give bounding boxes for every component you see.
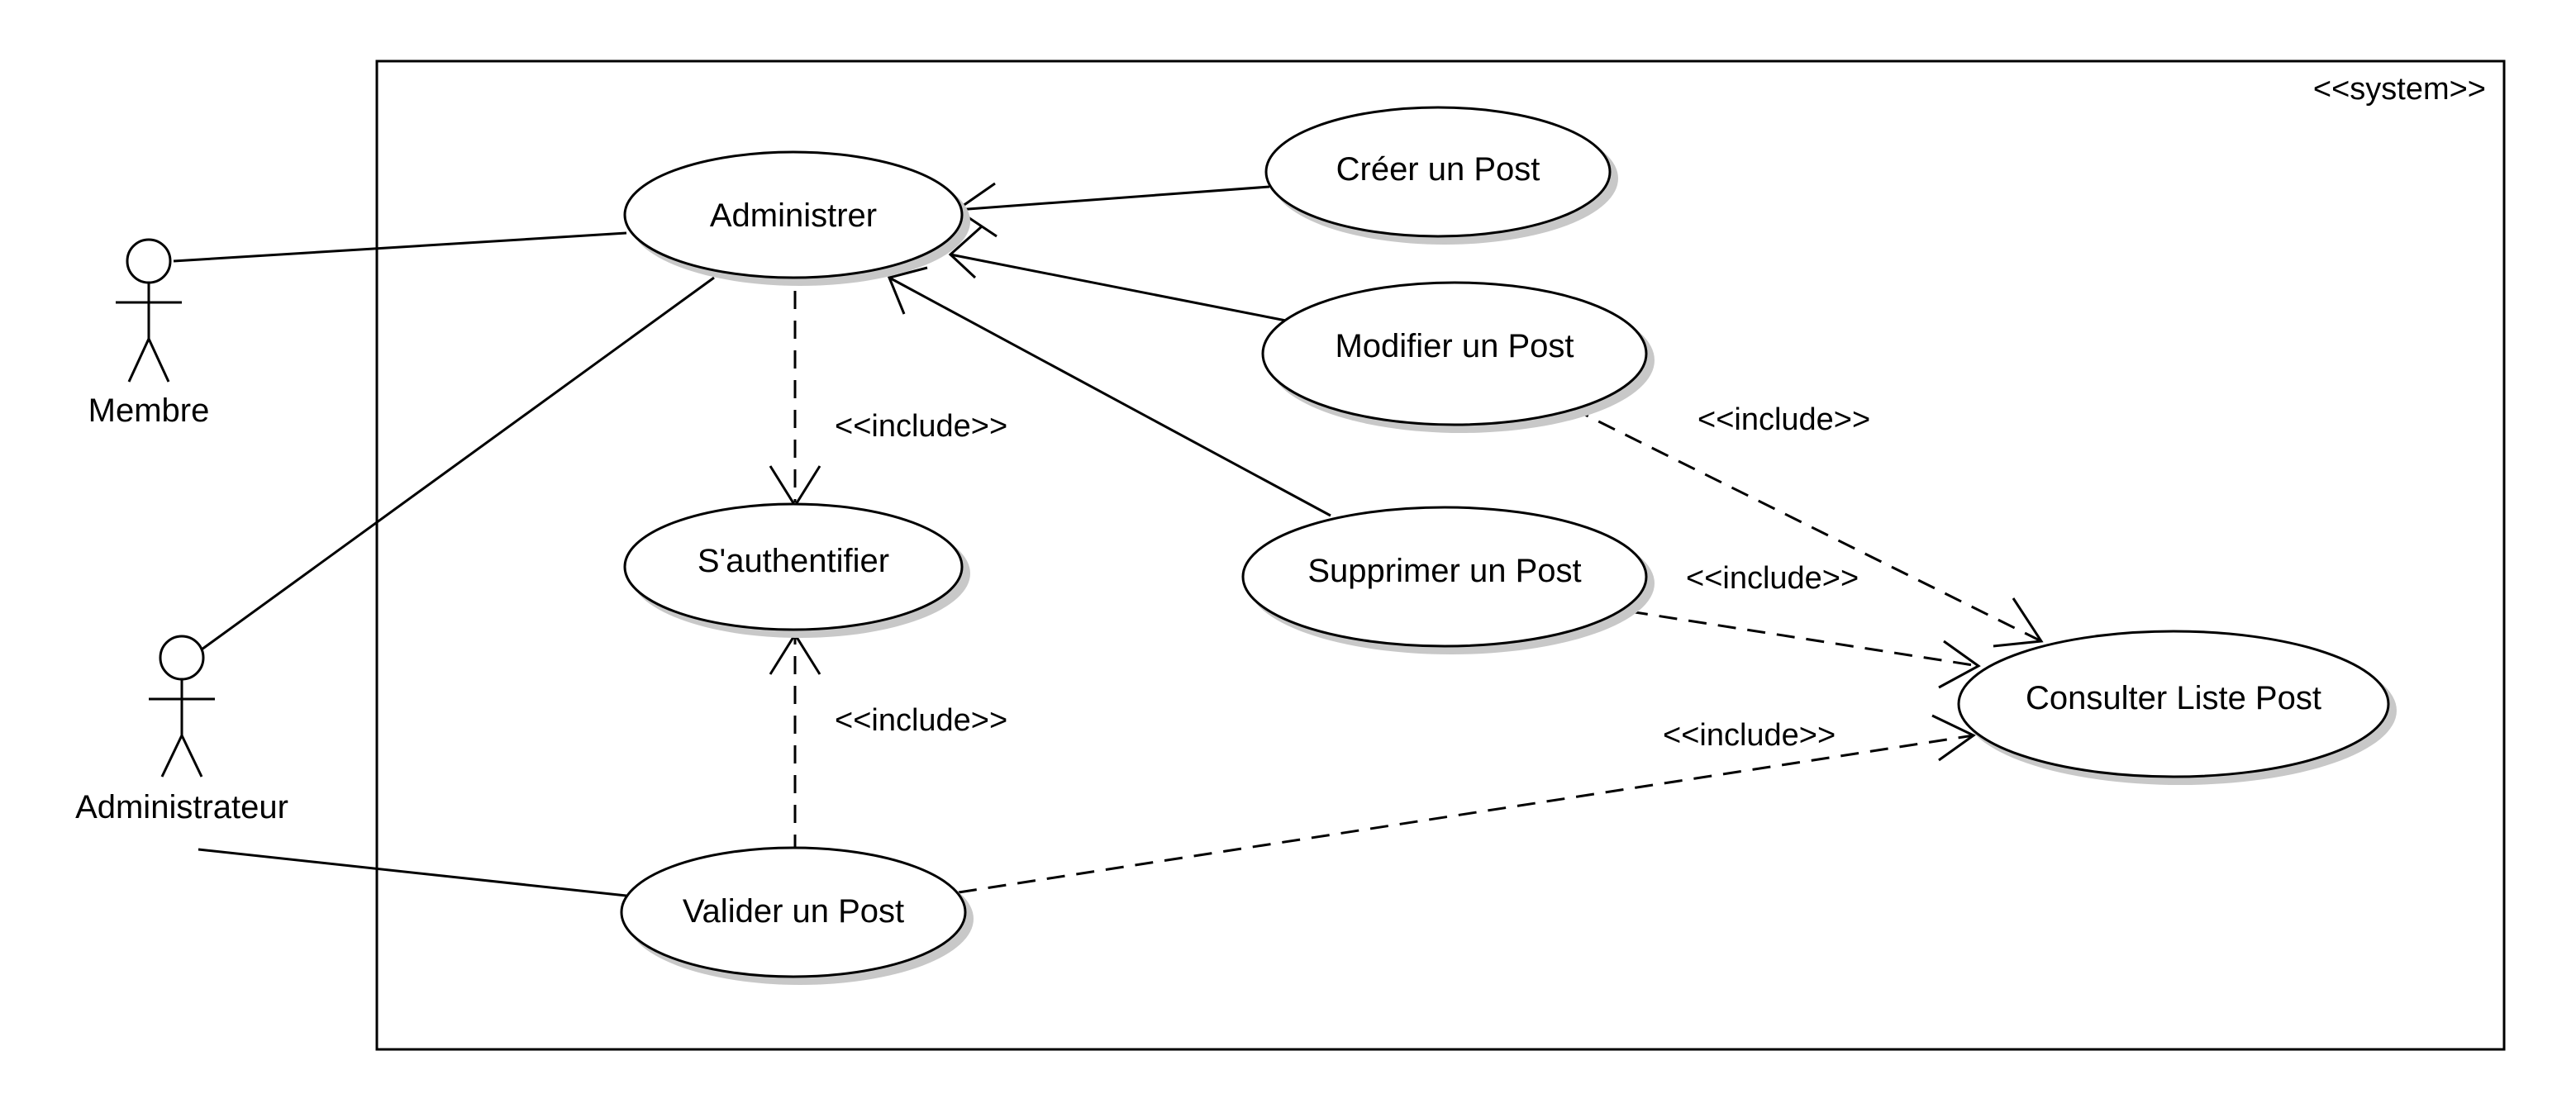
generalization-modifier-administrer xyxy=(950,253,1287,322)
association-administrateur-valider xyxy=(198,848,627,897)
use-case-administrer[interactable]: Administrer xyxy=(623,150,970,286)
use-case-authentifier[interactable]: S'authentifier xyxy=(623,502,970,638)
include-label: <<include>> xyxy=(835,703,1007,738)
system-boundary: <<system>> xyxy=(375,59,2506,1051)
use-case-consulter-liste[interactable]: Consulter Liste Post xyxy=(1957,630,2397,785)
actor-figure-icon xyxy=(116,238,182,383)
generalization-supprimer-administrer xyxy=(888,276,1331,517)
use-case-label: Supprimer un Post xyxy=(1307,553,1581,589)
include-label: <<include>> xyxy=(1663,718,1836,753)
include-supprimer-consulter xyxy=(1629,610,1979,668)
include-valider-consulter xyxy=(958,734,1974,894)
use-case-label: Créer un Post xyxy=(1336,151,1540,188)
actor-membre[interactable]: Membre xyxy=(88,238,210,429)
use-case-creer-post[interactable]: Créer un Post xyxy=(1264,106,1618,245)
include-label: <<include>> xyxy=(1686,561,1859,596)
use-case-label: Valider un Post xyxy=(683,893,904,930)
use-case-label: Administrer xyxy=(710,197,877,234)
use-case-modifier-post[interactable]: Modifier un Post xyxy=(1261,281,1655,433)
generalization-creer-administrer xyxy=(956,185,1270,212)
use-case-supprimer-post[interactable]: Supprimer un Post xyxy=(1241,506,1655,654)
use-case-valider-post[interactable]: Valider un Post xyxy=(620,846,974,985)
associations xyxy=(173,231,715,897)
association-membre-administrer xyxy=(173,231,627,263)
system-stereotype: <<system>> xyxy=(2313,72,2486,107)
include-labels: <<include>> <<include>> <<include>> <<in… xyxy=(835,402,1870,753)
use-case-label: Consulter Liste Post xyxy=(2026,680,2321,716)
actor-administrateur[interactable]: Administrateur xyxy=(75,635,288,825)
include-relations xyxy=(769,291,2044,894)
use-case-label: S'authentifier xyxy=(698,543,889,579)
actor-figure-icon xyxy=(149,635,215,778)
actor-label: Membre xyxy=(88,392,210,429)
include-label: <<include>> xyxy=(835,409,1007,444)
use-case-label: Modifier un Post xyxy=(1335,328,1574,364)
association-administrateur-administrer xyxy=(201,276,715,651)
include-label: <<include>> xyxy=(1697,402,1870,437)
actor-label: Administrateur xyxy=(75,789,288,825)
